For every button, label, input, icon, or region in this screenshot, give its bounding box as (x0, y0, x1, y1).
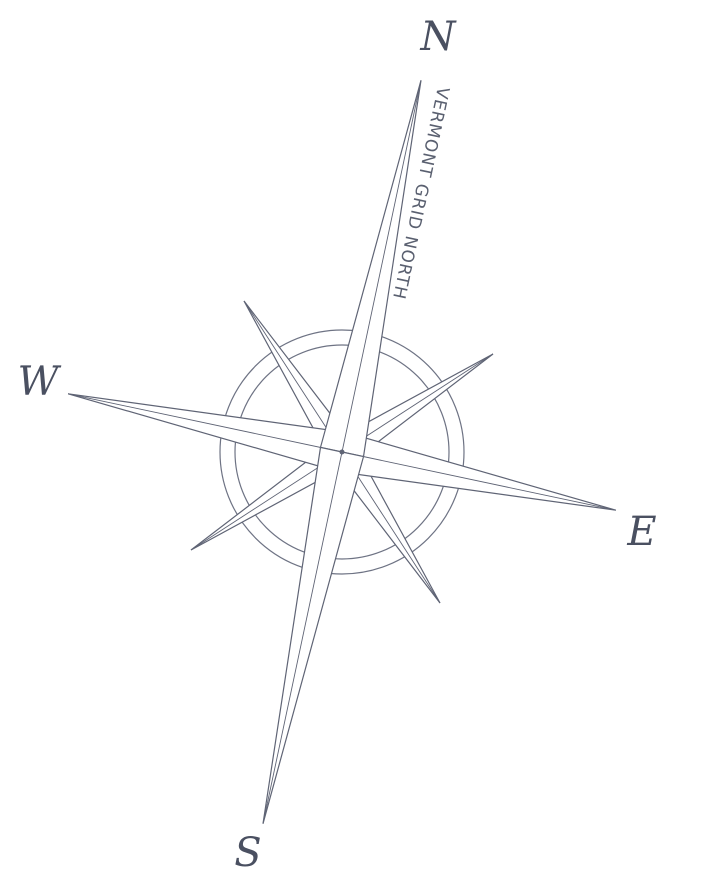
south-point-ridge (263, 452, 342, 824)
south-point (263, 447, 364, 823)
center-hub (340, 450, 345, 455)
east-label: E (626, 509, 656, 555)
north-label: N (420, 14, 458, 60)
west-label: W (17, 359, 61, 405)
south-label: S (234, 830, 261, 876)
compass-points (68, 80, 616, 823)
